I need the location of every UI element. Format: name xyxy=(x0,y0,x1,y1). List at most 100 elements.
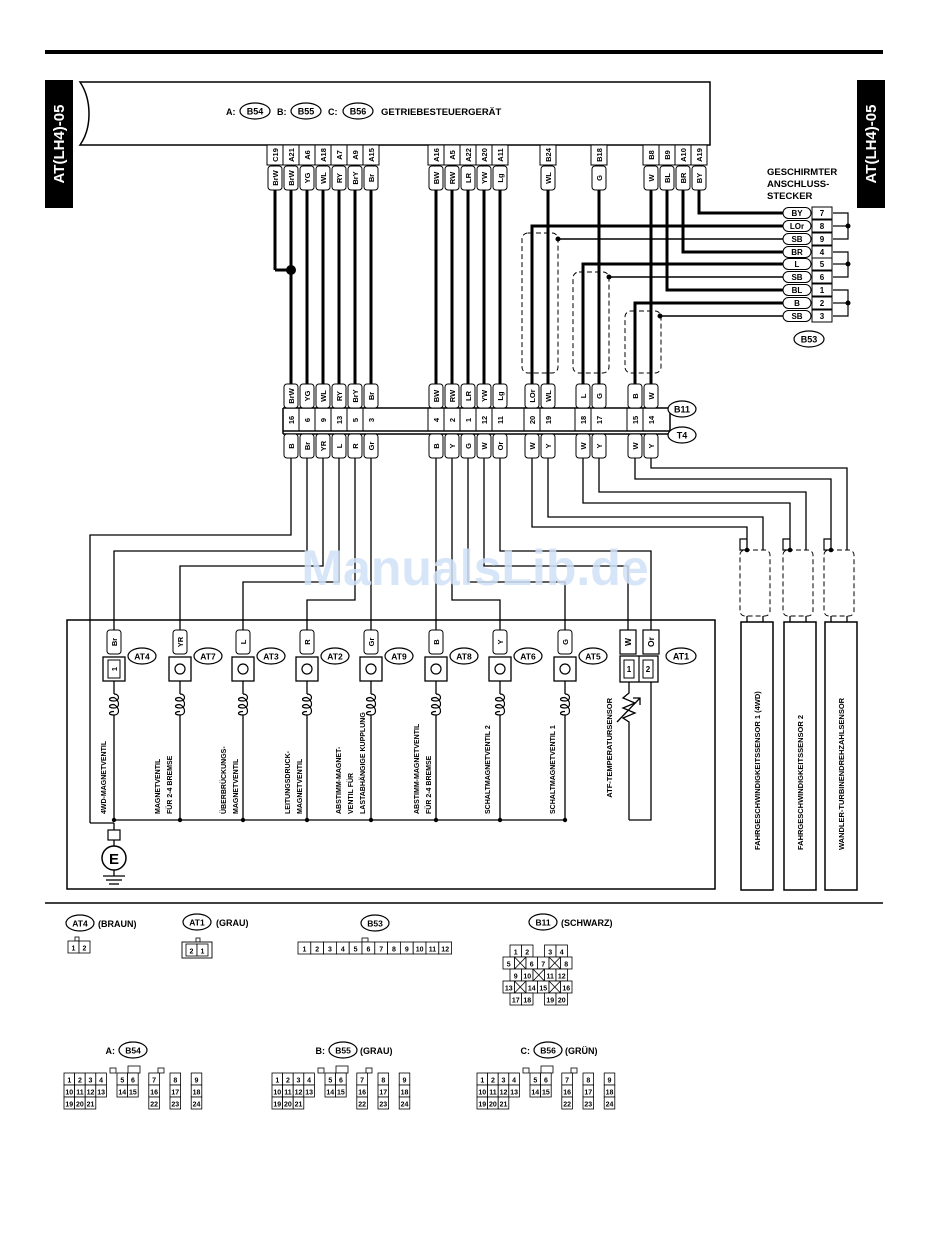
solenoid-label: ABSTIMM-MAGNET- xyxy=(336,746,343,814)
joint-lower-pin: Y xyxy=(591,433,607,459)
solenoid-label: MAGNETVENTIL xyxy=(297,758,304,814)
legend-pin: 18 xyxy=(401,1090,409,1097)
legend-pin: 2 xyxy=(286,1078,290,1085)
legend-pin: 21 xyxy=(295,1102,303,1109)
legend-pin: 7 xyxy=(379,947,383,954)
tcu-pin-number: B8 xyxy=(647,150,656,160)
legend-pin: 9 xyxy=(608,1078,612,1085)
solenoid-wire-color: R xyxy=(303,639,312,645)
legend-pin: 12 xyxy=(441,947,449,954)
joint-lower-wire-color: W xyxy=(631,442,640,450)
legend-color: (GRAU) xyxy=(360,1046,393,1056)
splice-dot xyxy=(744,547,750,553)
legend-pin: 23 xyxy=(171,1102,179,1109)
shield-wire-color: BR xyxy=(791,248,803,257)
legend-pin: 1 xyxy=(480,1078,484,1085)
transmission-box xyxy=(66,619,716,890)
joint-lower-pin: W xyxy=(476,433,492,459)
joint-lower-wire-color: Y xyxy=(544,443,553,448)
joint-lower-pin: Or xyxy=(492,433,508,459)
legend-prefix: C: xyxy=(521,1046,531,1056)
legend-pin: 10 xyxy=(523,974,531,981)
joint-wire-color: L xyxy=(579,393,588,398)
tcu-wire-color: YW xyxy=(480,171,489,184)
legend-pin: 6 xyxy=(530,962,534,969)
legend-pin: 12 xyxy=(558,974,566,981)
splice-dot xyxy=(286,265,296,275)
legend-pin: 24 xyxy=(193,1102,201,1109)
solenoid-wire-color: Br xyxy=(110,638,119,646)
legend-pin: 9 xyxy=(403,1078,407,1085)
legend-pin: 22 xyxy=(150,1102,158,1109)
joint-pin-number: 14 xyxy=(647,415,656,424)
legend-pin: 11 xyxy=(76,1090,84,1097)
legend-pin: 5 xyxy=(328,1078,332,1085)
legend-pin: 21 xyxy=(500,1102,508,1109)
legend-pin: 24 xyxy=(606,1102,614,1109)
legend-pin: 17 xyxy=(512,998,520,1005)
tcu-wire-color: BR xyxy=(679,172,688,183)
joint-pin-number: 3 xyxy=(367,418,376,422)
shield-pin-number: 1 xyxy=(820,286,825,295)
joint-pin-number: 18 xyxy=(579,416,588,424)
legend-pin: 21 xyxy=(87,1102,95,1109)
legend-pin: 19 xyxy=(546,998,554,1005)
tcu-pin-number: A20 xyxy=(480,148,489,162)
legend-pin: 16 xyxy=(358,1090,366,1097)
tcu-pin-number: A5 xyxy=(448,150,457,160)
joint-wire-color: BrW xyxy=(287,387,296,403)
tcu-title: GETRIEBESTEUERGERÄT xyxy=(381,107,502,118)
speed-sensor-label: WANDLER-TURBINENDREHZAHLSENSOR xyxy=(837,697,846,850)
legend-pin: 17 xyxy=(171,1090,179,1097)
legend-pin: 7 xyxy=(152,1078,156,1085)
tcu-prefix-a: A: xyxy=(226,107,236,117)
solenoid-label: 4WD-MAGNETVENTIL xyxy=(101,740,108,814)
tcu-to-joint-wires xyxy=(273,190,783,384)
legend-conn: AT1 xyxy=(189,917,205,927)
legend-pin: 19 xyxy=(65,1102,73,1109)
legend-pin: 5 xyxy=(120,1078,124,1085)
tcu-pin-number: A16 xyxy=(432,148,441,162)
joint-wire-color: Br xyxy=(367,392,376,400)
joint-pin-number: 4 xyxy=(432,417,441,422)
speed-sensor-label: FAHRGESCHWINDIGKEITSSENSOR 1 (4WD) xyxy=(753,691,762,850)
solenoid-label: LASTABHÄNGIGE KUPPLUNG xyxy=(359,712,367,814)
sensor-group: FAHRGESCHWINDIGKEITSSENSOR 1 (4WD)FAHRGE… xyxy=(740,621,858,891)
joint-lower-wire-color: Or xyxy=(496,442,505,451)
tcu-pin-number: A6 xyxy=(303,150,312,160)
legend-pin: 15 xyxy=(337,1090,345,1097)
legend-pin: 4 xyxy=(99,1078,103,1085)
legend-pin: 2 xyxy=(190,949,194,956)
legend-pin: 4 xyxy=(560,950,564,957)
tcu-pin-number: A10 xyxy=(679,148,688,162)
tcu-wire-color: BY xyxy=(695,173,704,183)
joint-lower-conn: T4 xyxy=(677,431,688,441)
legend-pin: 17 xyxy=(584,1090,592,1097)
legend-pin: 6 xyxy=(339,1078,343,1085)
tcu-pin-number: A21 xyxy=(287,148,296,162)
solenoid-label: SCHALTMAGNETVENTIL 2 xyxy=(485,725,492,814)
shield-pin-number: 7 xyxy=(820,209,825,218)
joint-lower-wire-color: G xyxy=(464,443,473,449)
joint-lower-wire-color: B xyxy=(287,443,296,449)
legend-pin: 12 xyxy=(295,1090,303,1097)
legend-conn: B11 xyxy=(535,917,550,927)
shield-wire-color: SB xyxy=(791,235,802,244)
legend-conn: AT4 xyxy=(72,918,88,928)
joint-pin: W14 xyxy=(642,383,659,431)
tcu-prefix-c: C: xyxy=(328,107,338,117)
